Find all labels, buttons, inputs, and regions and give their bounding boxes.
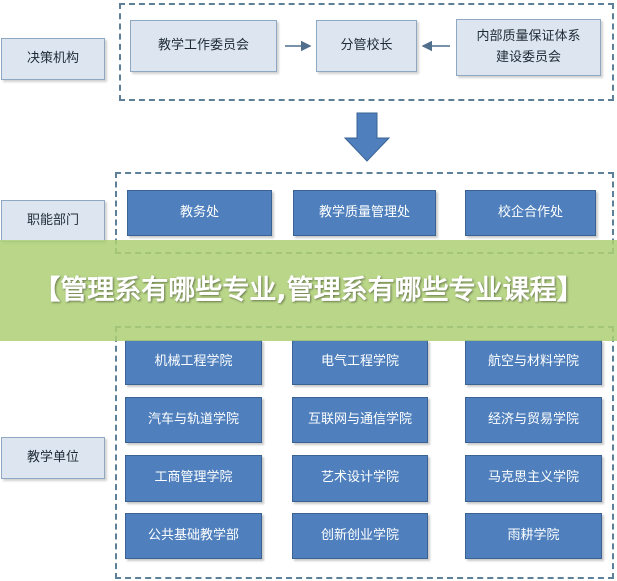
unit-yugeng: 雨耕学院: [465, 513, 602, 559]
unit-mechanical-engineering: 机械工程学院: [125, 340, 262, 385]
unit-art-design: 艺术设计学院: [292, 455, 428, 502]
unit-marxism: 马克思主义学院: [465, 455, 602, 502]
unit-economics-trade: 经济与贸易学院: [465, 397, 602, 443]
decision-box-vice-president: 分管校长: [316, 20, 417, 72]
unit-automotive-rail: 汽车与轨道学院: [125, 397, 262, 443]
banner-title: 【管理系有哪些专业,管理系有哪些专业课程】: [33, 274, 584, 306]
unit-electrical-engineering: 电气工程学院: [292, 340, 428, 385]
unit-public-basic-teaching: 公共基础教学部: [125, 513, 262, 559]
big-down-arrow: [343, 112, 391, 162]
decision-box-quality-committee: 内部质量保证体系 建设委员会: [456, 19, 601, 76]
level-label-decision: 决策机构: [1, 38, 105, 80]
title-banner: 【管理系有哪些专业,管理系有哪些专业课程】: [0, 240, 617, 341]
functional-box-academic-affairs: 教务处: [127, 190, 272, 236]
functional-box-quality-management: 教学质量管理处: [293, 190, 436, 236]
unit-innovation-entrepreneurship: 创新创业学院: [292, 513, 428, 559]
decision-group-frame: [119, 3, 614, 101]
functional-box-school-enterprise: 校企合作处: [465, 190, 596, 236]
unit-business-management: 工商管理学院: [125, 455, 262, 502]
unit-aviation-materials: 航空与材料学院: [465, 340, 602, 385]
level-label-teaching: 教学单位: [1, 437, 105, 479]
decision-box-teaching-committee: 教学工作委员会: [130, 20, 277, 72]
unit-internet-communication: 互联网与通信学院: [292, 397, 428, 443]
